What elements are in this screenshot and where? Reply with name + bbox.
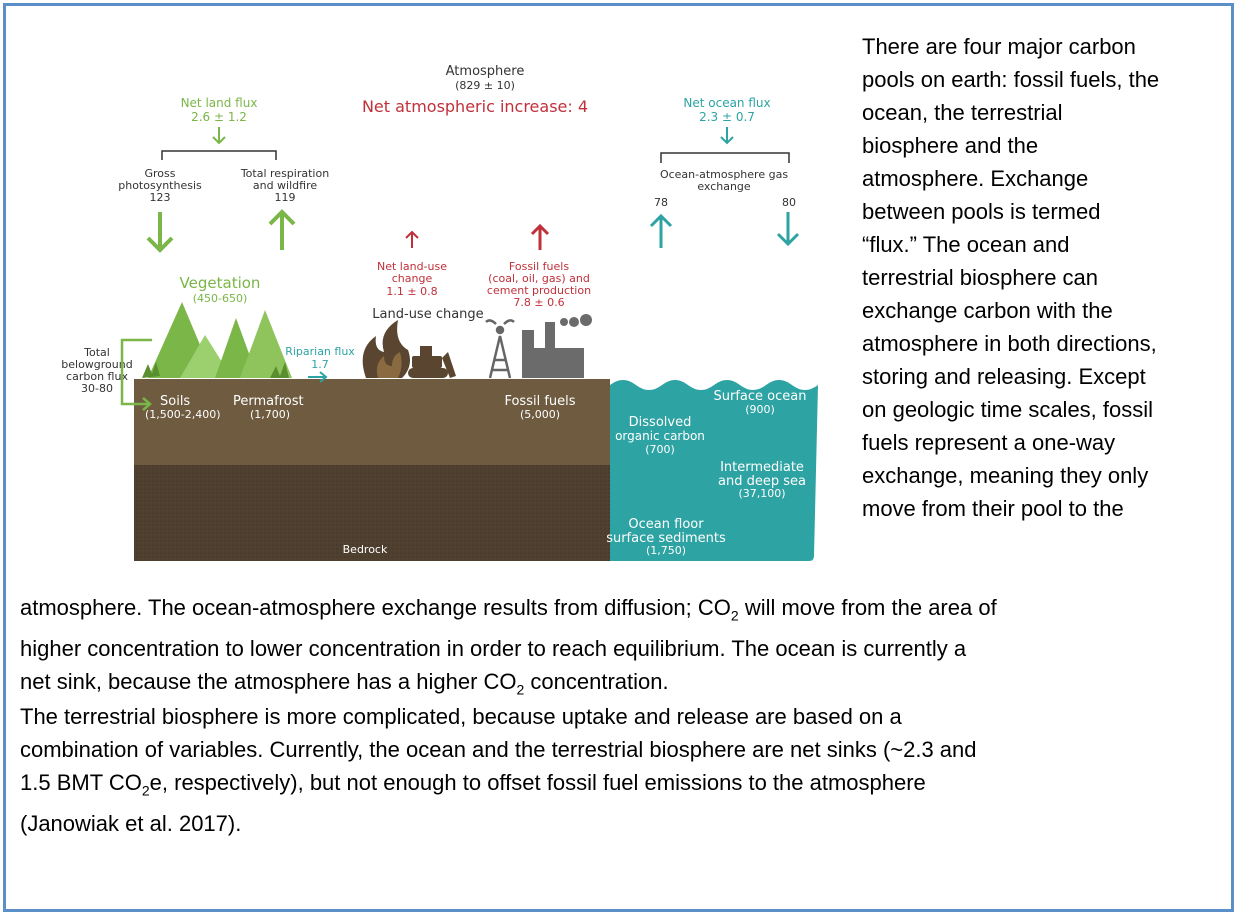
belowground-line1: Total — [83, 346, 110, 359]
fossil-pool-label: Fossil fuels — [504, 394, 575, 409]
side-line: pools on earth: fossil fuels, the — [862, 67, 1160, 92]
net-ocean-flux-label: Net ocean flux — [683, 96, 770, 110]
surface-ocean-value: (900) — [745, 403, 775, 416]
net-ocean-flux-arrow-icon — [720, 127, 734, 145]
paragraph-line: The terrestrial biosphere is more compli… — [20, 704, 902, 729]
net-ocean-flux-value: 2.3 ± 0.7 — [699, 110, 755, 124]
side-line: between pools is termed — [862, 199, 1101, 224]
respiration-value: 119 — [275, 191, 296, 204]
carbon-cycle-diagram: Atmosphere (829 ± 10) Net atmospheric in… — [61, 64, 818, 561]
permafrost-value: (1,700) — [250, 408, 290, 421]
ocean-floor-line2: surface sediments — [606, 531, 726, 546]
surface-ocean-label: Surface ocean — [714, 389, 807, 404]
deep-sea-value: (37,100) — [738, 487, 785, 500]
deep-sea-line2: and deep sea — [718, 474, 806, 489]
net-land-flux-value: 2.6 ± 1.2 — [191, 110, 247, 124]
respiration-line1: Total respiration — [240, 167, 329, 180]
net-atmospheric-increase: Net atmospheric increase: 4 — [362, 97, 588, 116]
side-line: terrestrial biosphere can — [862, 265, 1099, 290]
photosynthesis-down-arrow-icon — [146, 212, 174, 253]
fossil-pool-value: (5,000) — [520, 408, 560, 421]
paragraph-line: net sink, because the atmosphere has a h… — [20, 669, 669, 698]
land-use-up-arrow-icon — [405, 230, 419, 248]
fossil-up-arrow-icon — [530, 223, 550, 250]
side-line: exchange carbon with the — [862, 298, 1113, 323]
fossil-emissions-line2: (coal, oil, gas) and — [488, 272, 590, 285]
ocean-up-arrow-icon — [649, 213, 673, 248]
oil-derrick-icon — [485, 319, 515, 379]
ocean-pool — [610, 380, 818, 561]
ocean-exchange-line2: exchange — [697, 180, 751, 193]
ocean-floor-line1: Ocean floor — [628, 517, 704, 532]
net-land-flux-arrow-icon — [212, 127, 226, 145]
side-line: exchange, meaning they only — [862, 463, 1149, 488]
vegetation-trees — [142, 302, 292, 378]
bedrock-label: Bedrock — [343, 543, 388, 556]
deep-sea-line1: Intermediate — [720, 460, 804, 475]
paragraph-line: higher concentration to lower concentrat… — [20, 636, 967, 662]
atmosphere-title: Atmosphere — [446, 64, 525, 79]
page-border — [3, 3, 1234, 912]
soils-value: (1,500-2,400) — [145, 408, 221, 421]
gross-photosynthesis-value: 123 — [150, 191, 171, 204]
side-line: fuels represent a one-way — [862, 430, 1116, 455]
paragraph-line: atmosphere. The ocean-atmosphere exchang… — [20, 595, 997, 624]
gross-photosynthesis-line2: photosynthesis — [118, 179, 202, 192]
fossil-emissions-value: 7.8 ± 0.6 — [513, 296, 564, 309]
side-line: There are four major carbon — [862, 34, 1136, 59]
side-line: atmosphere in both directions, — [862, 331, 1157, 356]
soil-layer — [134, 379, 610, 465]
side-line: on geologic time scales, fossil — [862, 397, 1154, 422]
side-line: ocean, the terrestrial — [862, 100, 1063, 125]
permafrost-label: Permafrost — [233, 394, 304, 409]
doc-value: (700) — [645, 443, 675, 456]
side-paragraph: There are four major carbon pools on ear… — [862, 30, 1232, 525]
riparian-arrow-icon — [308, 371, 328, 383]
paragraph-line: 1.5 BMT CO2e, respectively), but not eno… — [20, 770, 926, 799]
side-line: storing and releasing. Except — [862, 364, 1146, 389]
factory-icon — [522, 314, 592, 378]
side-line: biosphere and the — [862, 133, 1039, 158]
bedrock-layer — [134, 465, 610, 561]
land-flux-bracket — [161, 150, 277, 160]
land-use-change-label: Land-use change — [372, 307, 483, 322]
side-line: move from their pool to the — [862, 496, 1124, 521]
atmosphere-value: (829 ± 10) — [455, 79, 515, 92]
ocean-exchange-left-value: 78 — [654, 196, 668, 209]
net-land-use-line2: change — [392, 272, 433, 285]
fossil-emissions-line1: Fossil fuels — [509, 260, 569, 273]
belowground-line2: belowground — [61, 358, 132, 371]
belowground-line3: carbon flux — [66, 370, 128, 383]
paragraph-terrestrial: The terrestrial biosphere is more compli… — [20, 700, 1220, 840]
vegetation-value: (450-650) — [193, 292, 248, 305]
fossil-emissions-line3: cement production — [487, 284, 591, 297]
respiration-line2: and wildfire — [253, 179, 317, 192]
net-land-flux-label: Net land flux — [181, 96, 258, 110]
paragraph-diffusion: atmosphere. The ocean-atmosphere exchang… — [20, 591, 1220, 707]
net-land-use-line1: Net land-use — [377, 260, 447, 273]
side-line: atmosphere. Exchange — [862, 166, 1089, 191]
riparian-value: 1.7 — [311, 358, 329, 371]
ocean-exchange-right-value: 80 — [782, 196, 796, 209]
ocean-exchange-line1: Ocean-atmosphere gas — [660, 168, 788, 181]
doc-line1: Dissolved — [629, 415, 692, 430]
paragraph-line: combination of variables. Currently, the… — [20, 737, 977, 762]
side-line: “flux.” The ocean and — [862, 232, 1070, 257]
riparian-label: Riparian flux — [285, 345, 355, 358]
respiration-up-arrow-icon — [268, 209, 296, 250]
belowground-value: 30-80 — [81, 382, 113, 395]
vegetation-label: Vegetation — [180, 274, 261, 292]
belowground-arrow-icon — [120, 338, 152, 411]
ocean-flux-bracket — [660, 152, 790, 163]
paragraph-line: (Janowiak et al. 2017). — [20, 811, 242, 837]
gross-photosynthesis-line1: Gross — [145, 167, 176, 180]
ocean-floor-value: (1,750) — [646, 544, 686, 557]
net-land-use-value: 1.1 ± 0.8 — [386, 285, 437, 298]
soils-label: Soils — [160, 394, 190, 409]
fire-icon — [362, 320, 410, 378]
bulldozer-icon — [408, 346, 456, 378]
doc-line2: organic carbon — [615, 429, 705, 443]
ocean-down-arrow-icon — [776, 212, 800, 247]
